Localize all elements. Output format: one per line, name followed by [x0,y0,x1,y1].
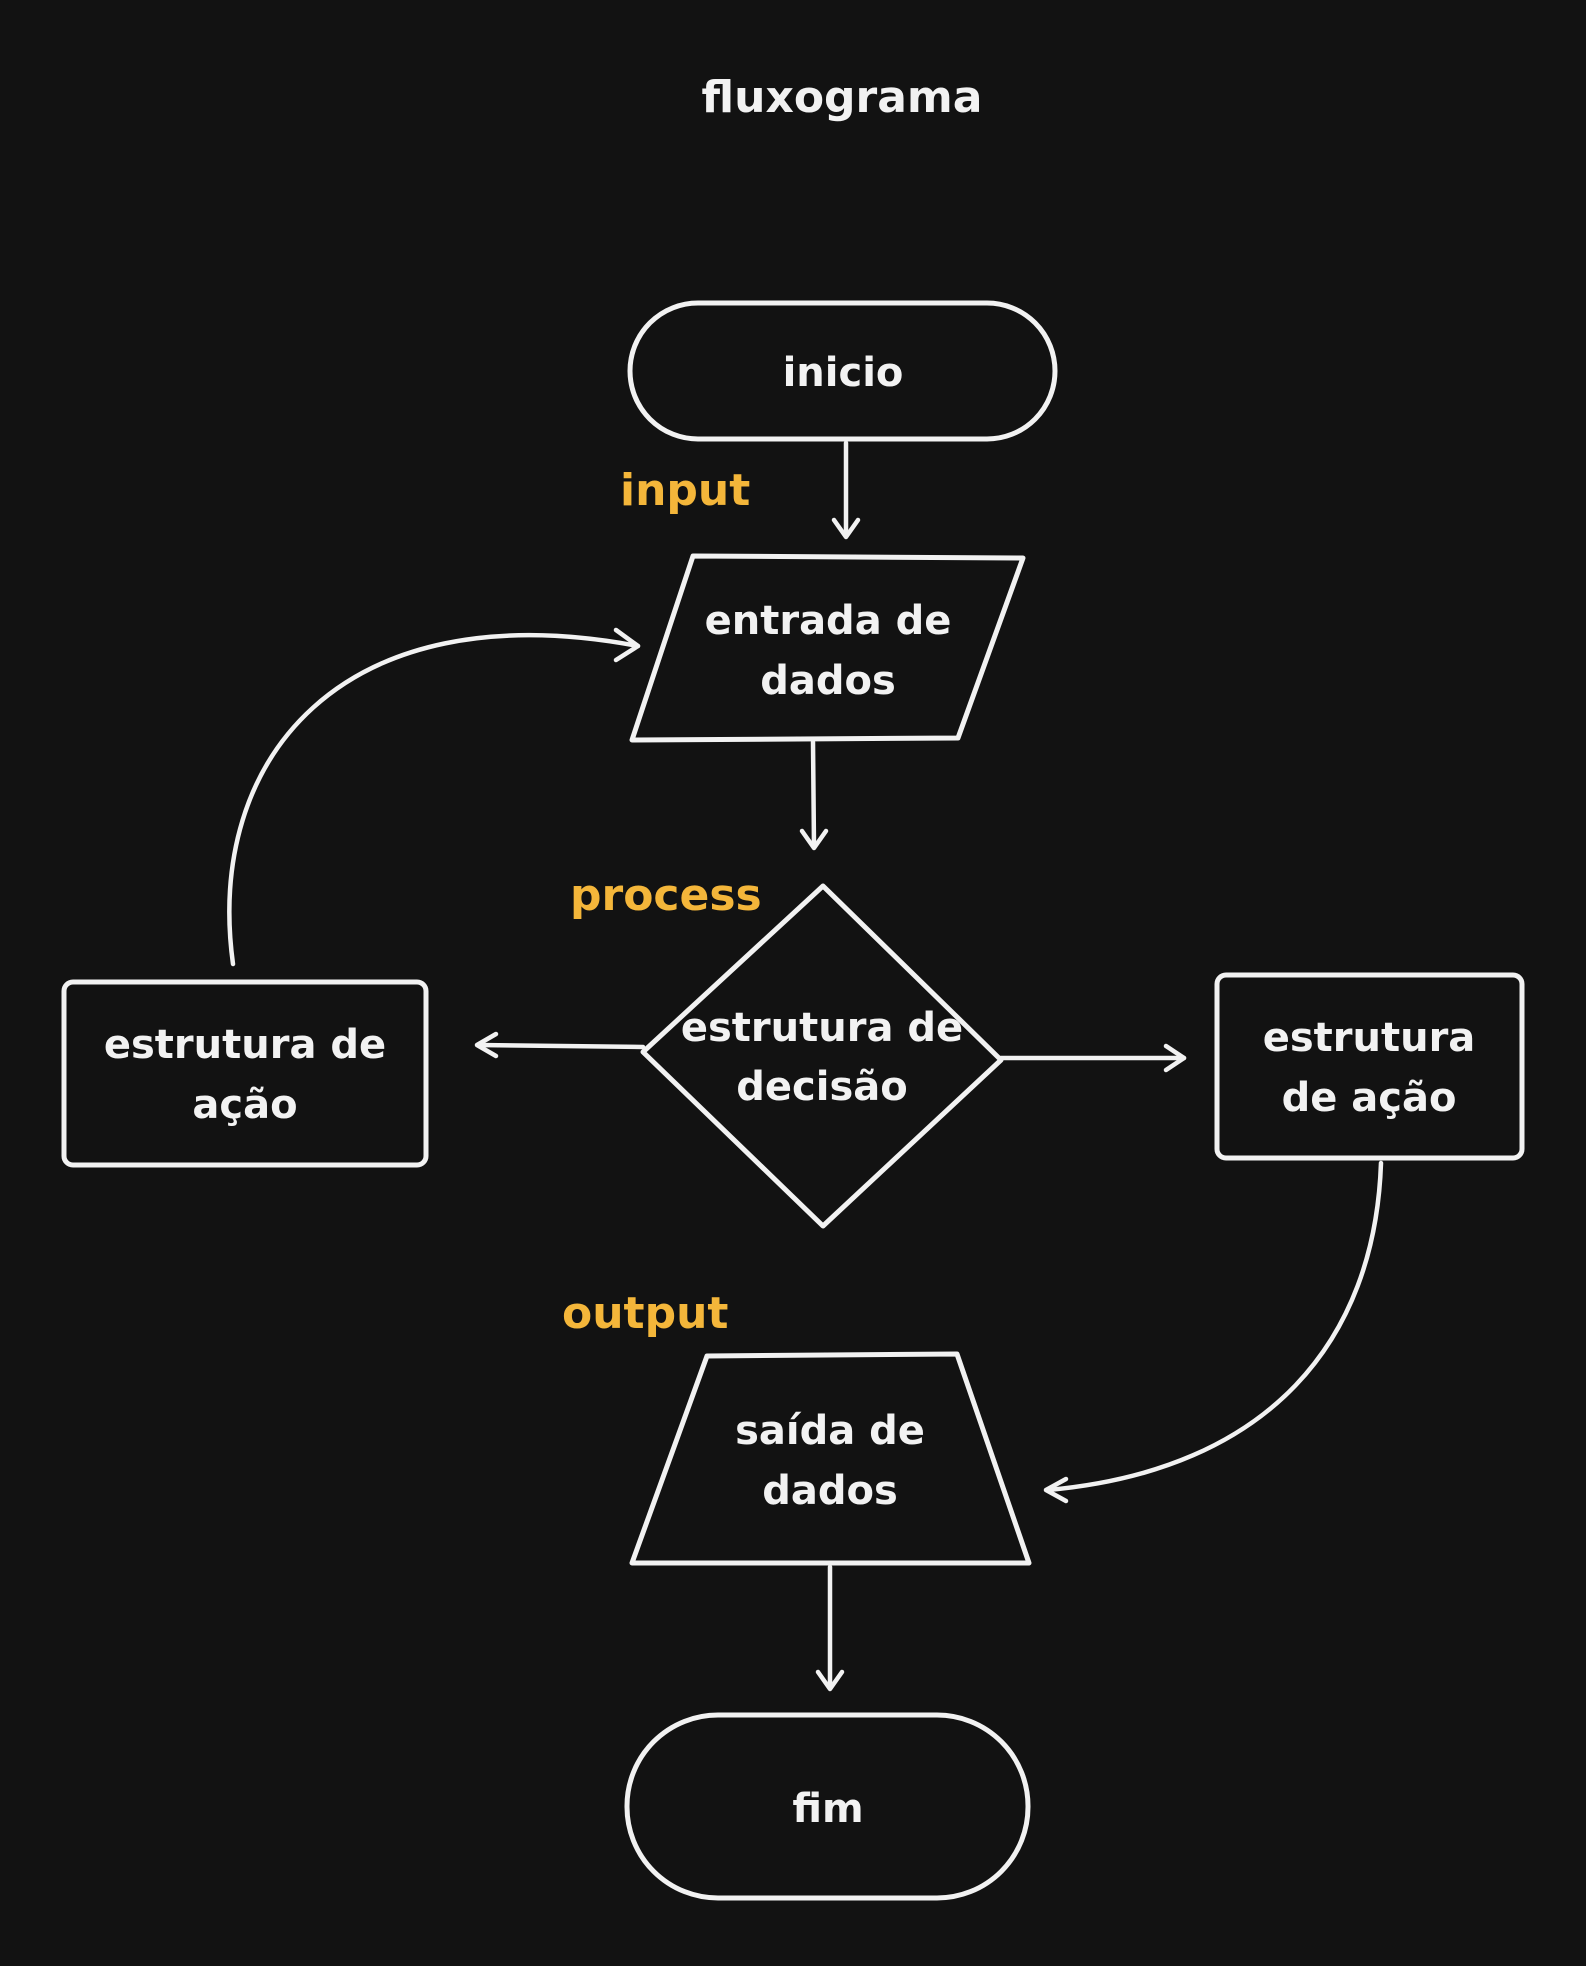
edge-output-to-end [815,1564,845,1692]
node-end-label: fim [792,1786,863,1832]
node-end: fim [624,1712,1031,1901]
connectors [227,440,1384,1692]
node-data-output-line-1: saída de [735,1408,925,1454]
edge-left-action-to-input [227,627,641,967]
phase-label-input: input [620,465,750,516]
node-decision: estrutura de decisão [640,883,1004,1229]
node-action-left-line-1: estrutura de [104,1022,386,1068]
phase-label-process: process [570,870,762,921]
edge-decision-to-left-action [474,1031,646,1059]
node-data-input-line-2: dados [760,658,896,704]
node-data-input: entrada de dados [629,553,1026,743]
node-decision-line-2: decisão [736,1064,907,1110]
node-data-input-line-1: entrada de [705,598,952,644]
trapezoid-shape [629,1351,1032,1566]
node-data-output: saída de dados [629,1351,1032,1566]
node-action-right-line-2: de ação [1282,1075,1457,1121]
edge-decision-to-right-action [998,1043,1187,1073]
edge-right-action-to-output [1043,1160,1384,1504]
node-action-left-line-2: ação [192,1082,297,1128]
phase-label-output: output [562,1288,728,1339]
node-action-right: estrutura de ação [1214,972,1525,1161]
rectangle-shape [61,979,429,1168]
node-data-output-line-2: dados [762,1468,898,1514]
rectangle-shape [1214,972,1525,1161]
node-start: inicio [627,300,1058,442]
terminator-shape [627,300,1058,442]
node-action-left: estrutura de ação [61,979,429,1168]
terminator-shape [624,1712,1031,1901]
parallelogram-shape [629,553,1026,743]
node-decision-line-1: estrutura de [681,1005,963,1051]
edge-start-to-input [831,440,861,540]
diamond-shape [640,883,1004,1229]
diagram-title: fluxograma [702,72,983,123]
edge-input-to-decision [799,739,829,851]
node-action-right-line-1: estrutura [1263,1015,1476,1061]
node-start-label: inicio [783,350,904,396]
